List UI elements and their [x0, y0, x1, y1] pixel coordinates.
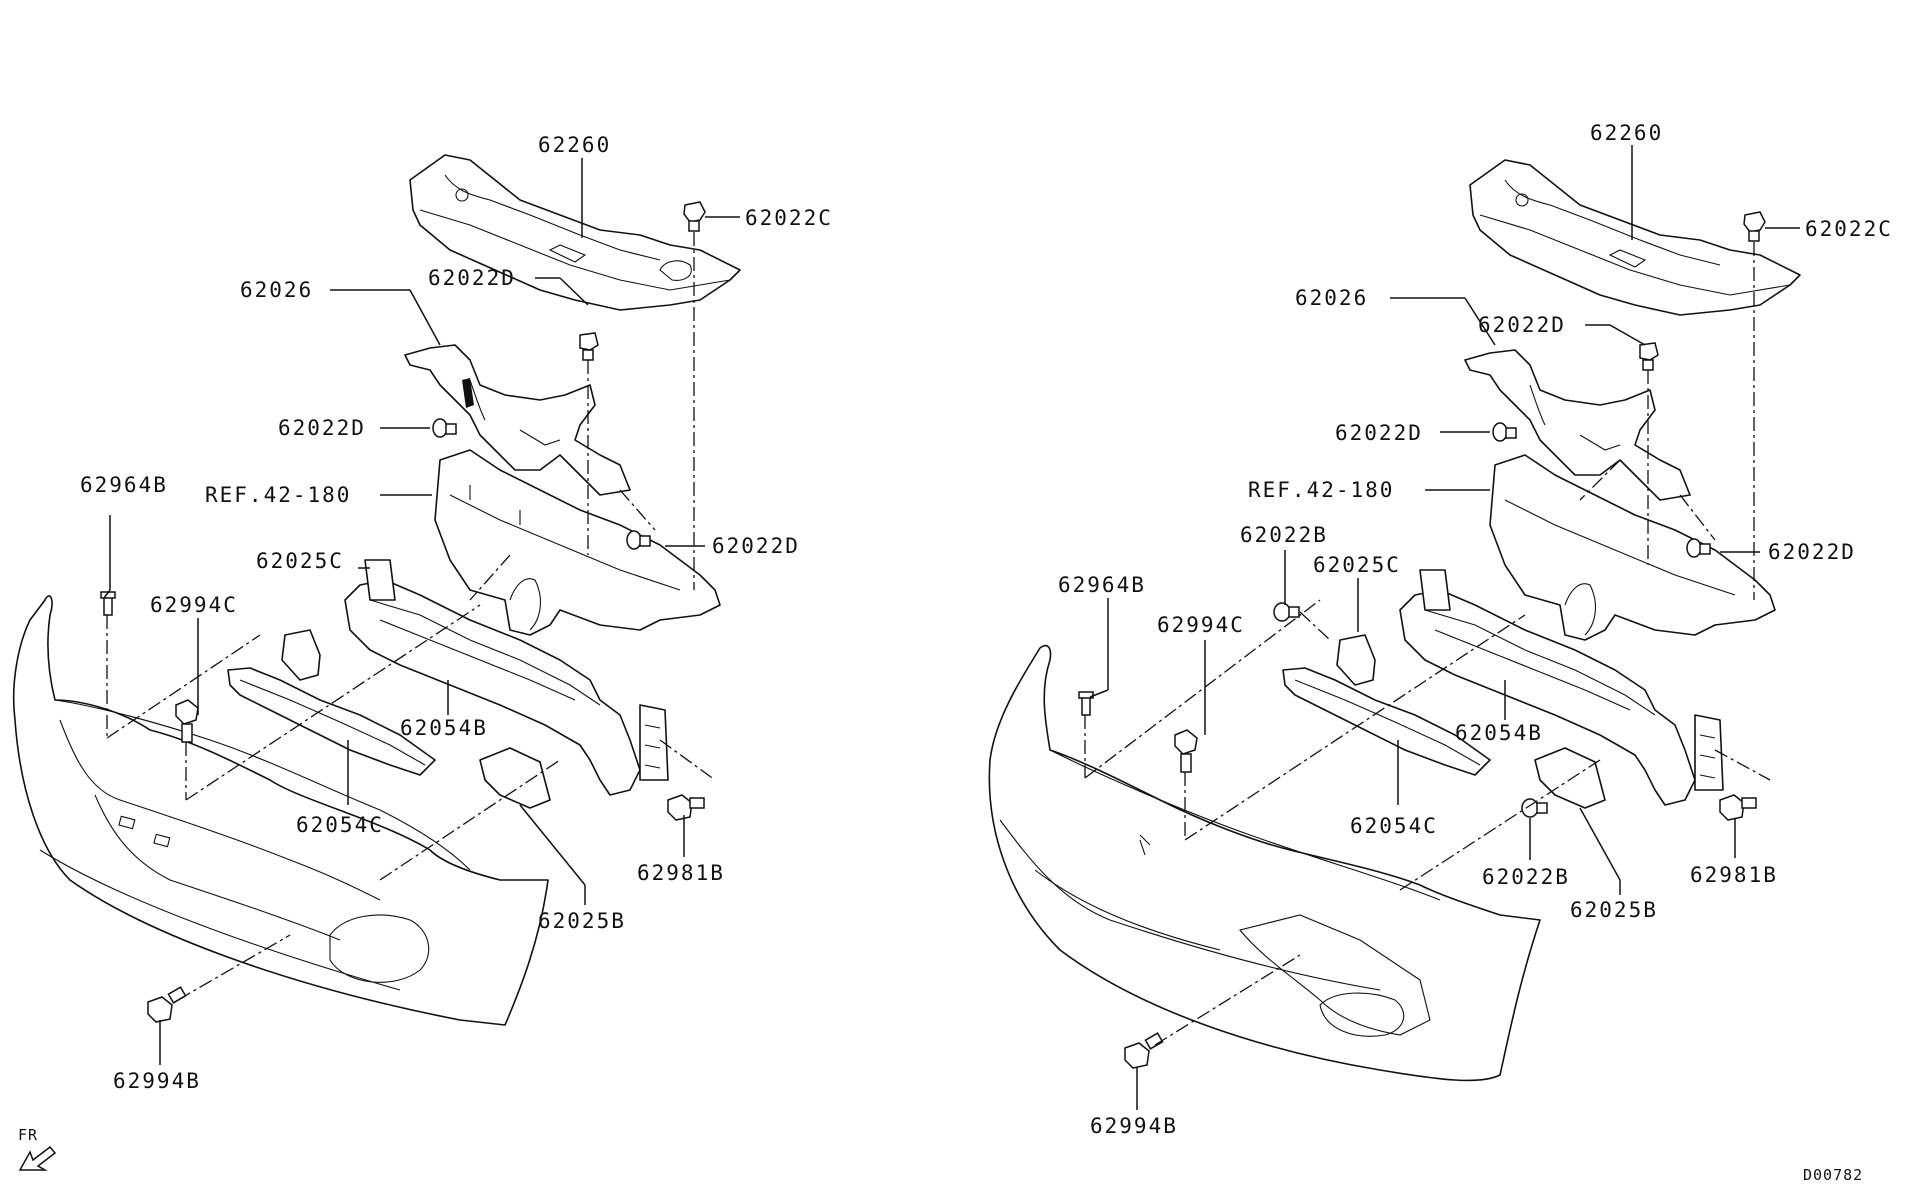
left-label-62022D-a: 62022D: [428, 266, 516, 290]
right-clip-62022C-icon: [1743, 211, 1766, 242]
right-label-62994B: 62994B: [1090, 1114, 1178, 1138]
right-bolt-62981B-icon: [1719, 794, 1757, 821]
right-bracket-62026: [1464, 349, 1691, 501]
right-label-62022C: 62022C: [1805, 217, 1893, 241]
direction-indicator: FR: [18, 1126, 57, 1171]
right-spacer-62025C: [1336, 634, 1376, 686]
left-spacer-62025B: [479, 747, 551, 809]
left-clip-62022D-upper-icon: [579, 332, 599, 361]
left-label-62054C: 62054C: [296, 813, 384, 837]
right-assembly: 62260 62022C 62026 62022D 62022D REF.42-…: [988, 121, 1893, 1138]
left-label-62994B: 62994B: [113, 1069, 201, 1093]
right-clip-62022D-lower-icon: [1686, 538, 1711, 558]
left-bolt-62994B-icon: [147, 986, 187, 1023]
direction-label: FR: [18, 1126, 38, 1144]
left-bumper-fascia: [12, 595, 549, 1026]
left-leader-lines: [103, 158, 740, 1065]
left-upper-cover-62260: [409, 154, 741, 311]
left-reinforcement-62054B: [344, 559, 669, 796]
left-label-62260: 62260: [538, 133, 611, 157]
front-arrow-icon: [18, 1145, 57, 1171]
right-label-62054C: 62054C: [1350, 814, 1438, 838]
right-bolt-62994B-icon: [1124, 1032, 1164, 1069]
left-screw-62964B-icon: [100, 591, 116, 616]
left-clip-62022D-mid-icon: [432, 418, 457, 438]
right-clip-62022D-upper-icon: [1639, 342, 1659, 371]
left-label-62022D-c: 62022D: [712, 534, 800, 558]
right-label-62022D-b: 62022D: [1335, 421, 1423, 445]
right-screw-62964B-icon: [1078, 691, 1094, 716]
right-clip-62022B-upper-icon: [1273, 602, 1300, 622]
right-label-62025B: 62025B: [1570, 898, 1658, 922]
left-label-62994C: 62994C: [150, 593, 238, 617]
left-bracket-62026: [404, 344, 631, 496]
right-label-ref-42-180: REF.42-180: [1248, 478, 1394, 502]
right-label-62260: 62260: [1590, 121, 1663, 145]
left-bolt-62994C-icon: [175, 699, 199, 743]
right-reinforcement-62054B: [1399, 569, 1724, 806]
right-label-62994C: 62994C: [1157, 613, 1245, 637]
right-clip-62022D-mid-icon: [1492, 422, 1517, 442]
right-radiator-support-ref: [1489, 454, 1776, 641]
left-alignment-lines: [106, 232, 716, 1001]
right-label-62981B: 62981B: [1690, 863, 1778, 887]
right-spacer-62025B: [1534, 747, 1606, 809]
left-radiator-support-ref: [434, 449, 721, 636]
left-label-62022C: 62022C: [745, 206, 833, 230]
right-label-62022B-b: 62022B: [1482, 865, 1570, 889]
right-bumper-fascia: [988, 644, 1541, 1082]
left-label-62025B: 62025B: [538, 909, 626, 933]
left-label-62964B: 62964B: [80, 473, 168, 497]
left-label-62025C: 62025C: [256, 549, 344, 573]
left-label-ref-42-180: REF.42-180: [205, 483, 351, 507]
right-label-62054B: 62054B: [1455, 721, 1543, 745]
left-label-62026: 62026: [240, 278, 313, 302]
right-label-62964B: 62964B: [1058, 573, 1146, 597]
left-label-62981B: 62981B: [637, 861, 725, 885]
left-bolt-62981B-icon: [667, 794, 705, 821]
right-label-62022D-c: 62022D: [1768, 540, 1856, 564]
left-spacer-62025C: [281, 629, 321, 681]
right-leader-lines: [1089, 145, 1800, 1110]
right-upper-cover-62260: [1469, 159, 1801, 316]
right-label-62022B-a: 62022B: [1240, 523, 1328, 547]
left-assembly: 62260 62022C 62022D 62026 62022D REF.42-…: [12, 133, 833, 1093]
diagram-code: D00782: [1803, 1166, 1863, 1184]
right-label-62025C: 62025C: [1313, 553, 1401, 577]
right-lower-bracket-62054C: [1282, 667, 1491, 776]
right-label-62026: 62026: [1295, 286, 1368, 310]
right-label-62022D-a: 62022D: [1478, 313, 1566, 337]
left-clip-62022D-lower-icon: [626, 530, 651, 550]
right-bolt-62994C-icon: [1174, 729, 1198, 773]
right-alignment-lines: [1084, 242, 1771, 1046]
left-clip-62022C-icon: [683, 201, 706, 232]
left-lower-bracket-62054C: [227, 667, 436, 776]
left-label-62054B: 62054B: [400, 716, 488, 740]
left-label-62022D-b: 62022D: [278, 416, 366, 440]
